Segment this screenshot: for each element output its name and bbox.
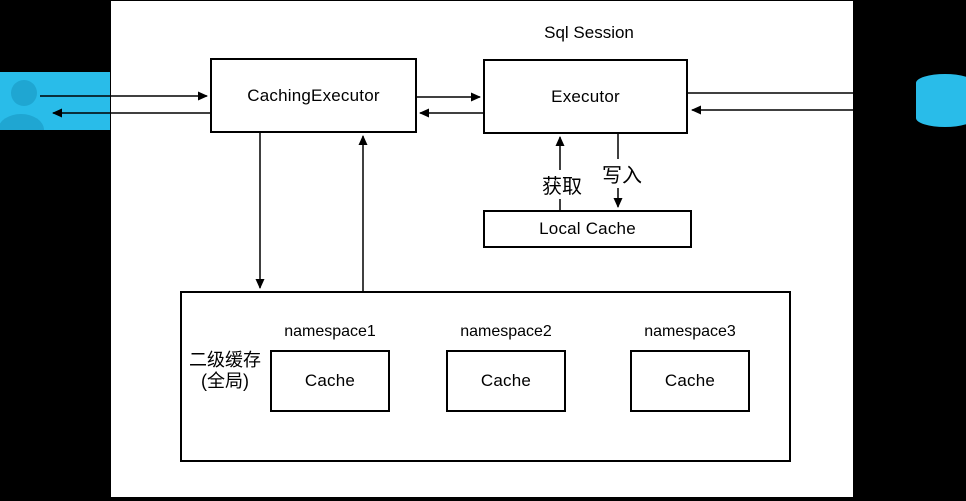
database-icon (916, 74, 966, 127)
node-cache1-label: Cache (304, 371, 356, 390)
l2-cache-label: 二级缓存 (全局) (183, 350, 267, 392)
edge-label-write: 写入 (596, 159, 648, 188)
l2-cache-label-line2: (全局) (201, 371, 249, 391)
node-caching-executor-label: CachingExecutor (247, 85, 380, 105)
sql-session-label: Sql Session (544, 23, 634, 42)
edge-label-get: 获取 (536, 170, 588, 199)
user-head-icon (11, 80, 37, 106)
namespace2-label: namespace2 (460, 323, 552, 340)
l2-cache-group-box (180, 291, 791, 462)
namespace3-label: namespace3 (644, 323, 736, 340)
node-cache3-label: Cache (664, 371, 716, 390)
l2-cache-label-line1: 二级缓存 (189, 350, 261, 370)
user-icon (0, 72, 110, 130)
node-cache2-label: Cache (480, 371, 532, 390)
node-local-cache-label: Local Cache (539, 219, 636, 238)
bottom-edge-bar (0, 497, 966, 501)
node-caching-executor: CachingExecutor (210, 58, 417, 133)
user-body-icon (0, 114, 44, 130)
node-cache-namespace1: Cache (270, 350, 390, 412)
namespace1-label: namespace1 (284, 323, 376, 340)
node-cache-namespace3: Cache (630, 350, 750, 412)
node-executor: Executor (483, 59, 688, 134)
node-cache-namespace2: Cache (446, 350, 566, 412)
node-local-cache: Local Cache (483, 210, 692, 248)
node-executor-label: Executor (551, 86, 620, 106)
